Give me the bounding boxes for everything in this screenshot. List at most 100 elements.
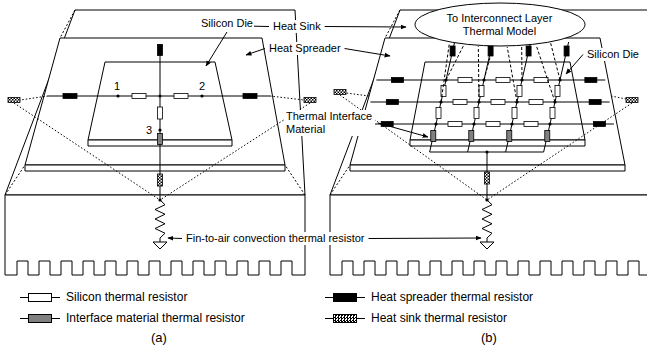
resistor-symbol <box>304 98 316 103</box>
resistor-symbol <box>474 108 479 119</box>
resistor-symbol <box>512 108 517 119</box>
interconnect-link <box>507 47 517 102</box>
legend-sample <box>20 313 60 323</box>
interconnect-link <box>536 45 555 102</box>
legend-sample <box>325 292 365 302</box>
wire <box>468 42 493 152</box>
resistor-symbol <box>132 94 146 99</box>
part-label: Thermal Interface Material <box>285 110 375 136</box>
resistor-symbol <box>496 78 510 83</box>
legend-text: Heat sink thermal resistor <box>371 311 507 325</box>
thermal-node <box>158 128 161 131</box>
convection-resistor <box>482 200 492 238</box>
legend-item: Heat sink thermal resistor <box>325 311 507 325</box>
thermal-node <box>510 122 513 125</box>
node-text: To Interconnect Layer Thermal Model <box>444 12 556 38</box>
panel-tag: (a) <box>150 330 168 346</box>
part-label: Heat Spreader <box>268 42 342 55</box>
heat-sink-top <box>5 10 305 195</box>
interconnect-link <box>446 45 464 80</box>
legend-swatch <box>28 293 52 302</box>
ground-symbol <box>480 242 494 249</box>
perspective-line <box>5 165 25 195</box>
interconnect-link <box>484 47 493 80</box>
wire <box>487 103 632 200</box>
wire <box>160 238 161 242</box>
resistor-symbol <box>534 78 548 83</box>
part-label: Fin-to-air convection thermal resistor <box>185 232 366 245</box>
wire <box>487 238 488 242</box>
legend-swatch <box>333 293 357 302</box>
interconnect-link <box>441 43 449 102</box>
wire <box>430 42 455 152</box>
wire <box>544 42 569 152</box>
legend-checker-swatch <box>333 314 357 323</box>
legend-swatch <box>28 314 52 323</box>
wire <box>20 96 48 100</box>
thermal-node <box>472 122 475 125</box>
wire <box>370 102 609 103</box>
wire <box>376 80 605 81</box>
resistor-symbol <box>450 46 455 56</box>
resistor-symbol <box>386 100 398 105</box>
leader-arrow <box>168 238 182 240</box>
resistor-symbol <box>550 108 555 119</box>
callout-number: 3 <box>145 124 153 137</box>
panel-tag: (b) <box>480 330 498 346</box>
part-label: Silicon Die <box>200 17 254 30</box>
legend-text: Silicon thermal resistor <box>66 290 187 304</box>
perspective-line <box>285 165 305 195</box>
thermal-node <box>158 94 161 97</box>
wire <box>611 96 626 99</box>
callout-number: 1 <box>113 80 121 93</box>
heat-spreader-edge <box>25 165 285 171</box>
leader-arrow <box>566 55 583 75</box>
resistor-symbol <box>448 122 462 127</box>
resistor-symbol <box>458 78 472 83</box>
ground-symbol <box>153 242 167 249</box>
heat-spreader <box>25 38 285 165</box>
legend-sample <box>325 313 365 323</box>
resistor-symbol <box>526 46 531 56</box>
resistor-symbol <box>507 131 512 142</box>
resistor-symbol <box>243 94 257 99</box>
resistor-symbol <box>491 100 505 105</box>
leader-arrow <box>345 49 390 57</box>
thermal-node <box>548 122 551 125</box>
part-label: Silicon Die <box>586 48 640 61</box>
thermal-node <box>116 94 119 97</box>
resistor-symbol <box>626 98 638 103</box>
resistor-symbol <box>431 131 436 142</box>
interconnect-link <box>551 43 560 80</box>
leader-arrow <box>369 238 481 240</box>
interconnect-link <box>478 46 480 102</box>
resistor-symbol <box>593 122 605 127</box>
leader-arrow <box>325 26 406 28</box>
perspective-line <box>60 10 75 38</box>
resistor-symbol <box>158 174 163 186</box>
resistor-symbol <box>174 94 188 99</box>
resistor-symbol <box>589 100 601 105</box>
resistor-symbol <box>469 131 474 142</box>
resistor-symbol <box>8 98 20 103</box>
resistor-symbol <box>545 131 550 142</box>
resistor-symbol <box>158 45 163 56</box>
heat-sink-fins <box>330 195 647 275</box>
perspective-line <box>330 165 350 195</box>
heat-spreader <box>350 38 625 165</box>
legend-sample <box>20 292 60 302</box>
part-label: Heat Sink <box>272 20 322 33</box>
legend-text: Interface material thermal resistor <box>66 311 245 325</box>
wire <box>506 42 531 152</box>
thermal-node <box>200 94 203 97</box>
resistor-symbol <box>485 172 490 184</box>
callout-number: 2 <box>198 80 206 93</box>
resistor-symbol <box>517 86 522 97</box>
model-ellipse: To Interconnect Layer Thermal Model <box>414 2 586 47</box>
resistor-symbol <box>564 46 569 56</box>
resistor-symbol <box>555 86 560 97</box>
resistor-symbol <box>585 78 597 83</box>
resistor-symbol <box>391 78 403 83</box>
resistor-symbol <box>479 86 484 97</box>
